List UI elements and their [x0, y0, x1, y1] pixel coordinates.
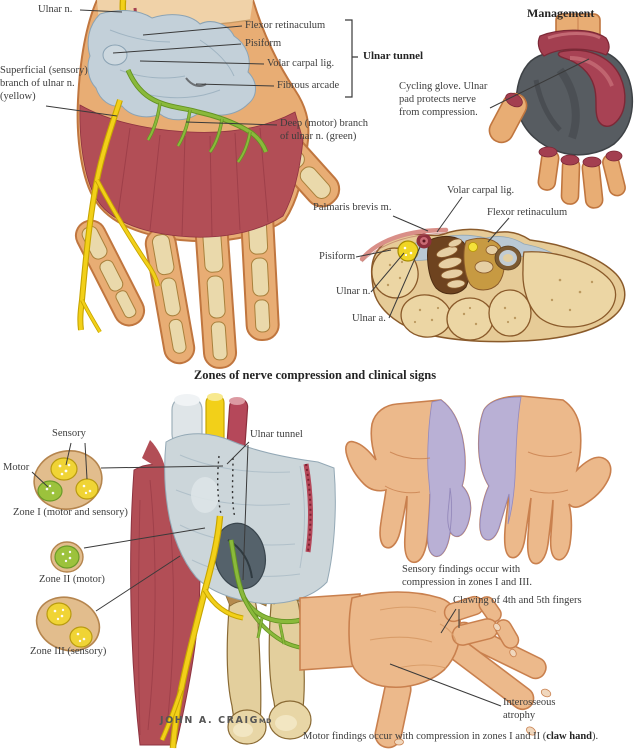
- label-sensory-findings: Sensory findings occur with compression …: [402, 564, 533, 588]
- motor-findings-prefix: Motor findings occur with compression in…: [303, 731, 547, 742]
- motor-findings-suffix: ).: [592, 731, 599, 742]
- label-ulnar-tunnel-zones: Ulnar tunnel: [250, 429, 303, 440]
- label-ulnar-a-cross: Ulnar a.: [352, 313, 386, 324]
- label-flexor-retinaculum: Flexor retinaculum: [245, 20, 326, 31]
- label-glove-note: Cycling glove. Ulnar pad protects nerve …: [399, 81, 488, 118]
- label-zone3: Zone III (sensory): [30, 646, 107, 657]
- label-ulnar-n-cross: Ulnar n.: [336, 286, 371, 297]
- label-motor: Motor: [3, 462, 30, 473]
- label-zone2: Zone II (motor): [39, 574, 105, 585]
- label-sensory: Sensory: [52, 428, 86, 439]
- label-clawing: Clawing of 4th and 5th fingers: [453, 595, 582, 606]
- label-flexor-retinaculum-cross: Flexor retinaculum: [487, 207, 568, 218]
- zones-heading: Zones of nerve compression and clinical …: [193, 368, 437, 382]
- label-superficial-branch: Superficial (sensory) branch of ulnar n.…: [0, 65, 88, 102]
- leader-lines: [31, 9, 590, 707]
- label-volar-carpal-lig: Volar carpal lig.: [267, 58, 335, 69]
- management-title: Management: [527, 6, 595, 20]
- label-deep-branch: Deep (motor) branch of ulnar n. (green): [280, 118, 369, 142]
- claw-hand-illustration: [299, 591, 552, 749]
- dissected-hand-illustration: [74, 0, 341, 369]
- label-ulnar-n: Ulnar n.: [38, 4, 73, 15]
- label-fibrous-arcade: Fibrous arcade: [277, 80, 340, 91]
- motor-findings-bold: claw hand: [546, 731, 593, 742]
- label-zone1: Zone I (motor and sensory): [13, 507, 128, 518]
- label-volar-carpal-lig-cross: Volar carpal lig.: [447, 185, 515, 196]
- ulnar-tunnel-dissection-illustration: [130, 393, 338, 749]
- label-motor-findings: Motor findings occur with compression in…: [303, 731, 598, 744]
- cycling-glove-illustration: [488, 13, 634, 209]
- label-palmaris-brevis: Palmaris brevis m.: [313, 202, 392, 213]
- signature-md-suffix: MD: [259, 717, 272, 725]
- label-pisiform: Pisiform: [245, 38, 282, 49]
- sensory-distribution-hands-illustration: [345, 395, 612, 565]
- label-interosseous: Interosseous atrophy: [503, 697, 556, 721]
- zone-cross-section-insets: [33, 450, 103, 652]
- label-ulnar-tunnel: Ulnar tunnel: [363, 50, 424, 62]
- wrist-cross-section-illustration: [359, 227, 626, 343]
- label-pisiform-cross: Pisiform: [319, 251, 356, 262]
- artist-signature: JOHN A. CRAIGMD: [160, 715, 272, 726]
